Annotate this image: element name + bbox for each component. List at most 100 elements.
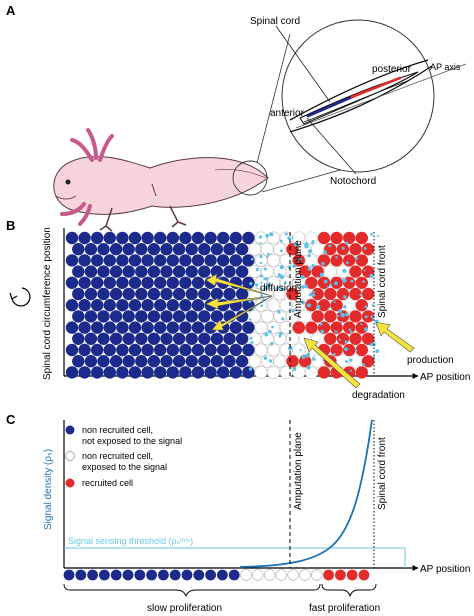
exposed-cell bbox=[252, 569, 264, 581]
exposed-cell bbox=[248, 265, 262, 279]
recruited-cell bbox=[305, 321, 318, 334]
non-recruited-cell bbox=[166, 366, 179, 379]
non-recruited-cell bbox=[65, 231, 79, 245]
non-recruited-cell bbox=[223, 243, 236, 256]
signal-dot bbox=[372, 356, 376, 359]
non-recruited-cell bbox=[154, 366, 167, 379]
non-recruited-cell bbox=[205, 569, 217, 581]
non-recruited-cell bbox=[160, 310, 173, 323]
recruited-cell bbox=[324, 310, 337, 323]
signal-dot bbox=[283, 281, 287, 285]
signal-dot bbox=[267, 282, 271, 286]
non-recruited-cell bbox=[160, 243, 173, 256]
exposed-cell bbox=[285, 332, 299, 346]
non-recruited-cell bbox=[91, 231, 104, 245]
exposed-cell bbox=[263, 569, 276, 581]
signal-dot bbox=[349, 369, 352, 372]
signal-dot bbox=[277, 310, 281, 314]
signal-dot bbox=[298, 257, 302, 262]
exposed-cell bbox=[279, 365, 293, 379]
non-recruited-cell bbox=[75, 569, 87, 581]
exposed-cell bbox=[292, 343, 306, 357]
non-recruited-cell bbox=[191, 276, 205, 289]
legend-label-2b: exposed to the signal bbox=[82, 462, 167, 472]
signal-dot bbox=[333, 300, 336, 303]
non-recruited-cell bbox=[128, 254, 142, 267]
non-recruited-cell bbox=[172, 287, 186, 301]
signal-dot bbox=[362, 363, 365, 367]
signal-dot bbox=[370, 315, 373, 318]
non-recruited-cell bbox=[160, 332, 173, 345]
signal-dot bbox=[291, 309, 295, 313]
exposed-cell bbox=[279, 321, 293, 335]
non-recruited-cell bbox=[191, 366, 205, 379]
non-recruited-cell bbox=[109, 332, 123, 345]
non-recruited-cell bbox=[97, 332, 110, 345]
signal-dot bbox=[319, 272, 324, 277]
non-recruited-cell bbox=[84, 287, 98, 301]
signal-dot bbox=[342, 268, 347, 273]
non-recruited-cell bbox=[242, 343, 255, 357]
signal-dot bbox=[343, 295, 347, 299]
exposed-cell bbox=[254, 343, 268, 357]
recruited-cell bbox=[330, 321, 343, 334]
non-recruited-cell bbox=[135, 332, 148, 345]
non-recruited-cell bbox=[147, 355, 161, 368]
recruited-cell bbox=[317, 299, 331, 312]
non-recruited-cell bbox=[154, 276, 167, 289]
non-recruited-cell bbox=[103, 366, 117, 379]
non-recruited-cell bbox=[122, 569, 134, 581]
non-recruited-cell bbox=[235, 265, 249, 278]
signal-dot bbox=[341, 246, 345, 250]
exposed-cell bbox=[254, 321, 268, 335]
non-recruited-cell bbox=[65, 321, 79, 334]
non-recruited-cell bbox=[84, 265, 98, 278]
non-recruited-cell bbox=[116, 321, 129, 334]
non-recruited-cell bbox=[103, 299, 117, 312]
non-recruited-cell bbox=[198, 310, 211, 323]
non-recruited-cell bbox=[99, 569, 110, 581]
non-recruited-cell bbox=[128, 366, 142, 379]
non-recruited-cell bbox=[84, 332, 98, 345]
recruited-cell bbox=[343, 276, 356, 289]
non-recruited-cell bbox=[223, 265, 236, 278]
non-recruited-cell bbox=[103, 343, 117, 357]
non-recruited-cell bbox=[191, 299, 205, 312]
signal-dot bbox=[259, 242, 262, 245]
non-recruited-cell bbox=[141, 366, 154, 379]
non-recruited-cell bbox=[147, 265, 161, 278]
non-recruited-cell bbox=[87, 569, 98, 581]
signal-dot bbox=[322, 359, 324, 362]
exposed-cell bbox=[323, 265, 337, 279]
panel-c-x-axis-label: AP position bbox=[420, 564, 470, 575]
non-recruited-cell bbox=[122, 310, 135, 323]
signal-dot bbox=[278, 331, 283, 336]
signal-dot bbox=[312, 290, 315, 294]
spinal-cord-front-label-b: Spinal cord front bbox=[377, 245, 388, 318]
recruited-cell bbox=[355, 299, 368, 312]
non-recruited-cell bbox=[179, 366, 192, 379]
non-recruited-cell bbox=[191, 321, 205, 334]
non-recruited-cell bbox=[235, 287, 249, 301]
non-recruited-cell bbox=[109, 310, 123, 323]
non-recruited-cell bbox=[210, 287, 224, 301]
non-recruited-cell bbox=[91, 321, 104, 334]
non-recruited-cell bbox=[158, 569, 169, 581]
signal-dot bbox=[268, 359, 273, 363]
non-recruited-cell bbox=[223, 355, 236, 368]
signal-dot bbox=[306, 303, 311, 308]
non-recruited-cell bbox=[135, 265, 148, 278]
signal-dot bbox=[316, 276, 319, 279]
non-recruited-cell bbox=[103, 321, 117, 334]
non-recruited-cell bbox=[160, 265, 173, 278]
recruited-cell bbox=[324, 243, 337, 256]
recruited-cell bbox=[355, 276, 368, 289]
non-recruited-cell bbox=[179, 231, 192, 245]
non-recruited-cell bbox=[135, 355, 148, 368]
non-recruited-cell bbox=[204, 321, 217, 334]
signal-dot bbox=[345, 312, 349, 317]
recruited-cell bbox=[317, 321, 331, 334]
non-recruited-cell bbox=[141, 343, 154, 357]
signal-dot bbox=[288, 346, 293, 351]
recruited-cell bbox=[336, 287, 350, 301]
